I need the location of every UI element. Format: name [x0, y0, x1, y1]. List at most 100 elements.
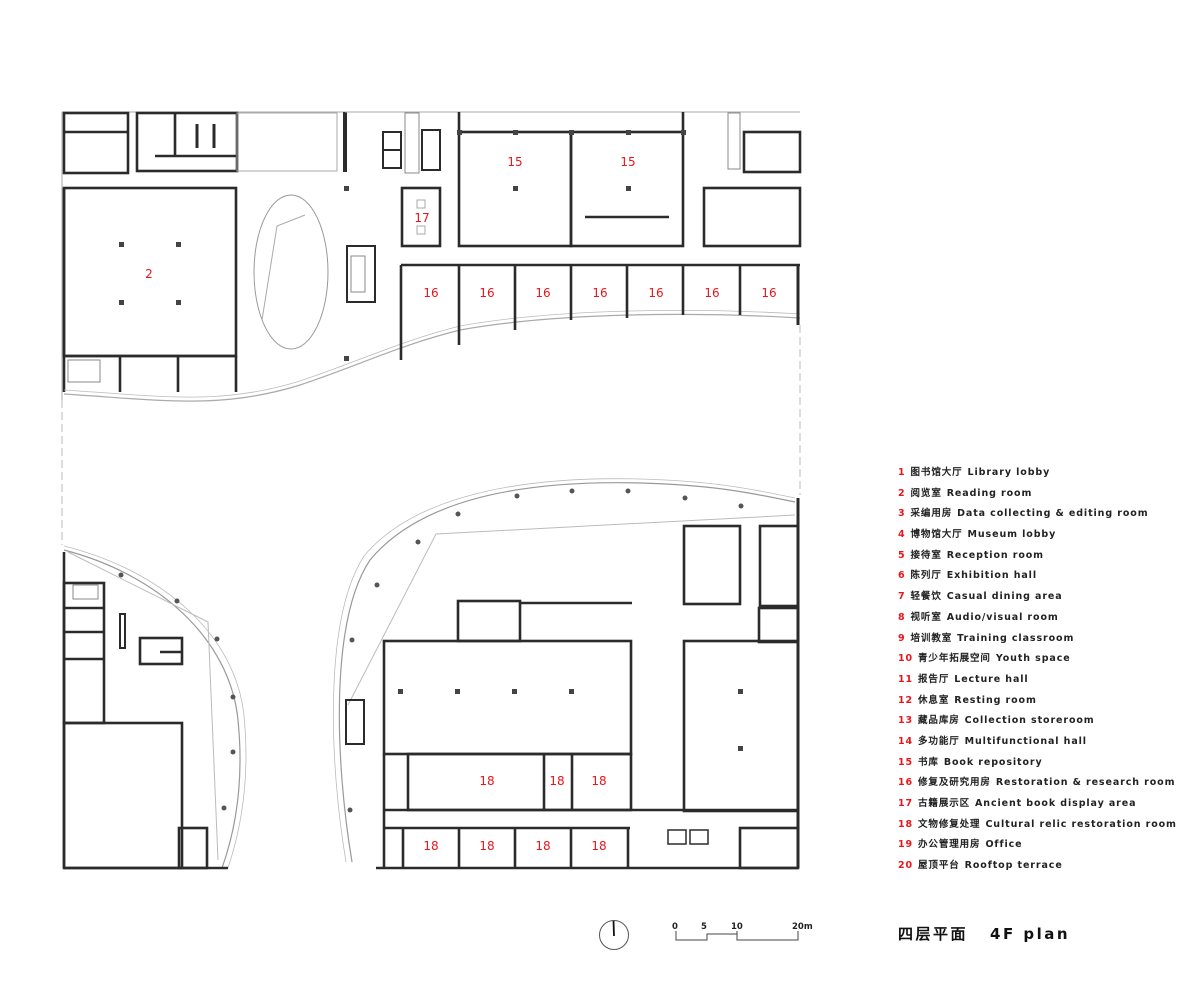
legend-num: 18	[898, 818, 914, 830]
legend-num: 8	[898, 611, 906, 623]
room-label-17: 17	[414, 211, 430, 225]
room-label-2: 2	[145, 267, 153, 281]
legend-item: 16 修复及研究用房 Restoration & research room	[898, 776, 1177, 797]
legend-item: 4 博物馆大厅 Museum lobby	[898, 528, 1177, 549]
room-label-18: 18	[423, 839, 439, 853]
legend-en: Reading room	[946, 487, 1033, 499]
room-label-15: 15	[507, 155, 523, 169]
legend-item: 7 轻餐饮 Casual dining area	[898, 590, 1177, 611]
room-label-16: 16	[423, 286, 439, 300]
legend-item: 6 陈列厅 Exhibition hall	[898, 569, 1177, 590]
legend-en: Exhibition hall	[946, 570, 1037, 582]
legend-num: 16	[898, 777, 914, 789]
legend-en: Library lobby	[967, 467, 1051, 478]
legend-en: Book repository	[943, 756, 1043, 768]
legend-num: 19	[898, 839, 914, 851]
legend-item: 1 图书馆大厅 Library lobby	[898, 466, 1177, 487]
legend-num: 6	[898, 570, 906, 582]
legend-en: Rooftop terrace	[964, 860, 1063, 872]
legend-en: Youth space	[995, 653, 1071, 665]
legend-zh: 博物馆大厅	[910, 529, 963, 541]
plan-title-zh: 四层平面	[898, 925, 969, 943]
legend-zh: 藏品库房	[918, 715, 960, 727]
legend-item: 18 文物修复处理 Cultural relic restoration room	[898, 818, 1177, 839]
scale-tick: 10	[731, 922, 743, 932]
scale-bar-graphic	[675, 931, 799, 941]
legend-en: Restoration & research room	[995, 777, 1176, 789]
legend-zh: 陈列厅	[910, 570, 942, 582]
room-label-18: 18	[591, 839, 607, 853]
legend: 1 图书馆大厅 Library lobby 2 阅览室 Reading room 3 采编…	[898, 466, 1177, 880]
room-label-18: 18	[591, 774, 607, 788]
legend-num: 9	[898, 632, 906, 644]
legend-num: 11	[898, 673, 914, 685]
room-label-15: 15	[620, 155, 636, 169]
legend-en: Lecture hall	[954, 673, 1029, 685]
legend-en: Cultural relic restoration room	[985, 818, 1177, 830]
plan-title-en: 4F plan	[990, 925, 1071, 943]
legend-num: 2	[898, 487, 906, 499]
legend-en: Museum lobby	[967, 529, 1057, 541]
legend-num: 1	[898, 467, 906, 478]
room-label-16: 16	[592, 286, 608, 300]
legend-num: 7	[898, 591, 906, 603]
legend-zh: 办公管理用房	[918, 839, 981, 851]
legend-item: 2 阅览室 Reading room	[898, 487, 1177, 508]
scale-tick: 5	[701, 922, 707, 932]
legend-en: Office	[985, 839, 1023, 851]
legend-num: 14	[898, 735, 914, 747]
room-label-16: 16	[535, 286, 551, 300]
legend-zh: 视听室	[910, 611, 942, 623]
room-label-18: 18	[479, 839, 495, 853]
legend-item: 19 办公管理用房 Office	[898, 838, 1177, 859]
legend-en: Ancient book display area	[975, 798, 1137, 809]
plan-title: 四层平面 4F plan	[898, 923, 1070, 944]
legend-en: Training classroom	[957, 632, 1075, 644]
room-label-18: 18	[549, 774, 565, 788]
legend-zh: 采编用房	[910, 508, 953, 520]
legend-zh: 多功能厅	[918, 735, 960, 747]
legend-en: Data collecting & editing room	[957, 508, 1149, 520]
legend-en: Resting room	[954, 694, 1037, 706]
room-label-16: 16	[761, 286, 777, 300]
legend-zh: 文物修复处理	[918, 818, 981, 830]
north-east-block	[345, 111, 802, 360]
room-label-18: 18	[535, 839, 551, 853]
legend-item: 12 休息室 Resting room	[898, 694, 1177, 715]
north-arrow-icon	[599, 920, 629, 950]
scale-tick: 20m	[792, 922, 813, 932]
room-label-16: 16	[479, 286, 495, 300]
north-west-block	[61, 111, 801, 402]
legend-num: 5	[898, 549, 906, 561]
room-label-16: 16	[648, 286, 664, 300]
legend-zh: 接待室	[910, 549, 942, 561]
legend-num: 4	[898, 529, 906, 541]
legend-zh: 图书馆大厅	[910, 467, 963, 478]
legend-num: 12	[898, 694, 914, 706]
legend-zh: 青少年拓展空间	[918, 653, 991, 665]
legend-zh: 休息室	[918, 694, 950, 706]
legend-num: 3	[898, 508, 906, 520]
legend-en: Casual dining area	[946, 591, 1063, 603]
legend-item: 17 古籍展示区 Ancient book display area	[898, 797, 1177, 818]
legend-zh: 古籍展示区	[918, 798, 971, 809]
legend-zh: 阅览室	[910, 487, 942, 499]
legend-zh: 修复及研究用房	[918, 777, 991, 789]
legend-num: 13	[898, 715, 914, 727]
legend-num: 17	[898, 798, 914, 809]
room-label-16: 16	[704, 286, 720, 300]
south-east-block	[332, 478, 800, 870]
legend-zh: 书库	[918, 756, 939, 768]
legend-zh: 报告厅	[918, 673, 950, 685]
legend-item: 11 报告厅 Lecture hall	[898, 673, 1177, 694]
legend-zh: 轻餐饮	[910, 591, 942, 603]
legend-en: Audio/visual room	[946, 611, 1059, 623]
legend-num: 20	[898, 860, 914, 872]
south-west-block	[62, 545, 247, 870]
